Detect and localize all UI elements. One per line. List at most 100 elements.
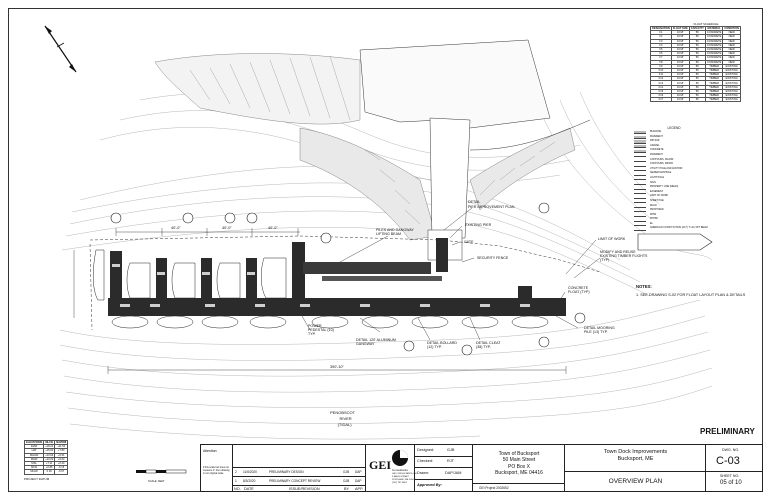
table-cell: CONCRETE [704, 42, 724, 48]
project-title: Town Dock Improvements Bucksport, ME [603, 449, 668, 462]
legend-swatch [634, 191, 646, 195]
building-parking-area [359, 39, 591, 261]
legend-item: AMERICAN CONSTITUTION (217') T LIN, 69'T… [634, 226, 714, 231]
legend-item: EASEMENT [634, 190, 714, 195]
table-cell: +15.60 [43, 448, 56, 454]
table-cell: EXISTING [722, 84, 741, 90]
drawn-by: DAP/JAM [445, 471, 462, 475]
revision-app: DAP [355, 470, 362, 474]
table-cell: 0.00 [43, 469, 56, 475]
revision-app: DAP [355, 479, 362, 483]
table-row: MLW+0.86-6.15 [23, 465, 69, 471]
legend-swatch [634, 144, 646, 149]
datum-note: PROJECT DATUM [24, 476, 50, 481]
table-cell: EXISTING [722, 80, 741, 86]
callout-existing-pier: EXISTING PIER [465, 223, 492, 227]
leader-lines [301, 207, 601, 341]
table-cell: 10'x8' [670, 97, 690, 103]
sheet-number: 05 of 10 [720, 480, 742, 486]
signoff-cell: Designed: GJB Checked: RJT Drawn: DAP/JA… [415, 445, 473, 491]
callout-gangway: DETAIL 120' ALUMINUM GANGWAY [356, 338, 396, 347]
legend-swatch [634, 209, 646, 213]
legend-item: LIGHT POLE [634, 176, 714, 181]
legend-label: PROPOSED [650, 208, 664, 212]
table-cell: CONCRETE [704, 38, 724, 44]
legend-swatch [634, 196, 646, 199]
table-cell: CONCRETE [704, 55, 724, 61]
legend-item: UTILITY POLE AND ANCHOR [634, 167, 714, 172]
table-cell: CONCRETE [704, 59, 724, 65]
designed-by: GJB [447, 448, 455, 452]
legend-label: MHW [650, 212, 656, 216]
callout-mooring-pile: DETAIL MOORING PILE (13) TYP. [584, 326, 615, 335]
table-cell: 5K [688, 97, 706, 103]
main-float-system [93, 238, 566, 329]
legend-item: GRAVEL [634, 144, 714, 149]
table-cell: MLLW [23, 469, 45, 475]
legend-swatch [634, 173, 646, 176]
legend-label: SEWER MANHOLE [650, 171, 672, 175]
callout-bollard: DETAIL BOLLARD (12) TYP. [427, 341, 457, 350]
dimension-label: 40'-0" [268, 226, 278, 230]
client-line: Bucksport, ME 04416 [495, 470, 543, 477]
legend-item: SIGN [634, 181, 714, 186]
legend-swatch [634, 140, 646, 144]
legend-swatch [634, 177, 646, 181]
legend-swatch [634, 228, 646, 231]
callout-piles: PILES AND GANGWAY LIFTING BEAM [376, 228, 414, 237]
legend-label: SHEET PILE [650, 198, 664, 202]
table-row: MHHW+13.66+6.51 [23, 452, 69, 458]
legend-label: SIGN [650, 180, 656, 184]
revision-no: 1 [235, 479, 237, 483]
revision-issue: PRELIMINARY CONCEPT REVIEW [269, 479, 321, 483]
table-cell: TIMBER [704, 97, 724, 103]
notes-title: NOTES: [636, 284, 652, 289]
legend-swatch [634, 223, 646, 227]
callout-gate: GATE [464, 240, 474, 244]
legend-item: CONCRETE [634, 148, 714, 153]
legend-item: RIP RAP [634, 139, 714, 144]
legend-swatch [634, 149, 646, 153]
firm-address-line: GEI CONSULTANTS, INC. [392, 473, 418, 475]
table-cell: CONCRETE [704, 46, 724, 53]
firm-address-line: PORTLAND, ME 04101 [392, 479, 416, 481]
legend-label: CONCRETE [650, 148, 664, 152]
scale-bar-graphic [136, 469, 187, 474]
table-row: MHW+13.20+6.04 [23, 456, 69, 462]
callout-limit-of-work: LIMIT OF WORK [598, 237, 626, 241]
limit-of-work-line [89, 235, 601, 331]
table-cell: EXISTING [722, 67, 741, 74]
sheet-title: OVERVIEW PLAN [608, 478, 663, 485]
callout-detail: DETAIL [468, 200, 481, 204]
legend-swatch [634, 182, 646, 185]
callout-concrete-float: CONCRETE FLOAT (TYP) [568, 286, 590, 295]
legend-item: PAVEMENT [634, 153, 714, 158]
slope-hatching [189, 55, 556, 225]
firm-name: Consultants [392, 468, 408, 472]
legend-item: SEWER MANHOLE [634, 171, 714, 176]
legend-item: CONTOURS, MAJOR [634, 158, 714, 163]
firm-address-line: 5 BAUS STREET [392, 476, 410, 478]
note-1: 1. SEE DRAWING S-02 FOR FLOAT LAYOUT PLA… [636, 293, 746, 297]
legend-boat-icon [637, 233, 713, 251]
legend-label: PAVEMENT [650, 134, 663, 138]
legend-label: UTILITY POLE AND ANCHOR [650, 166, 683, 170]
drawing-number: C-03 [716, 455, 740, 467]
legend-label: AMERICAN CONSTITUTION (217') T LIN, 69'T… [650, 226, 708, 230]
legend-item: MHHW [634, 217, 714, 222]
legend-swatch [634, 163, 646, 167]
overall-length-label: 390'-10" [330, 365, 344, 369]
revision-date: 8/3/2020 [243, 479, 256, 483]
project-title-cell: Town Dock Improvements Bucksport, ME OVE… [565, 445, 706, 491]
revision-by: GJB [343, 470, 350, 474]
